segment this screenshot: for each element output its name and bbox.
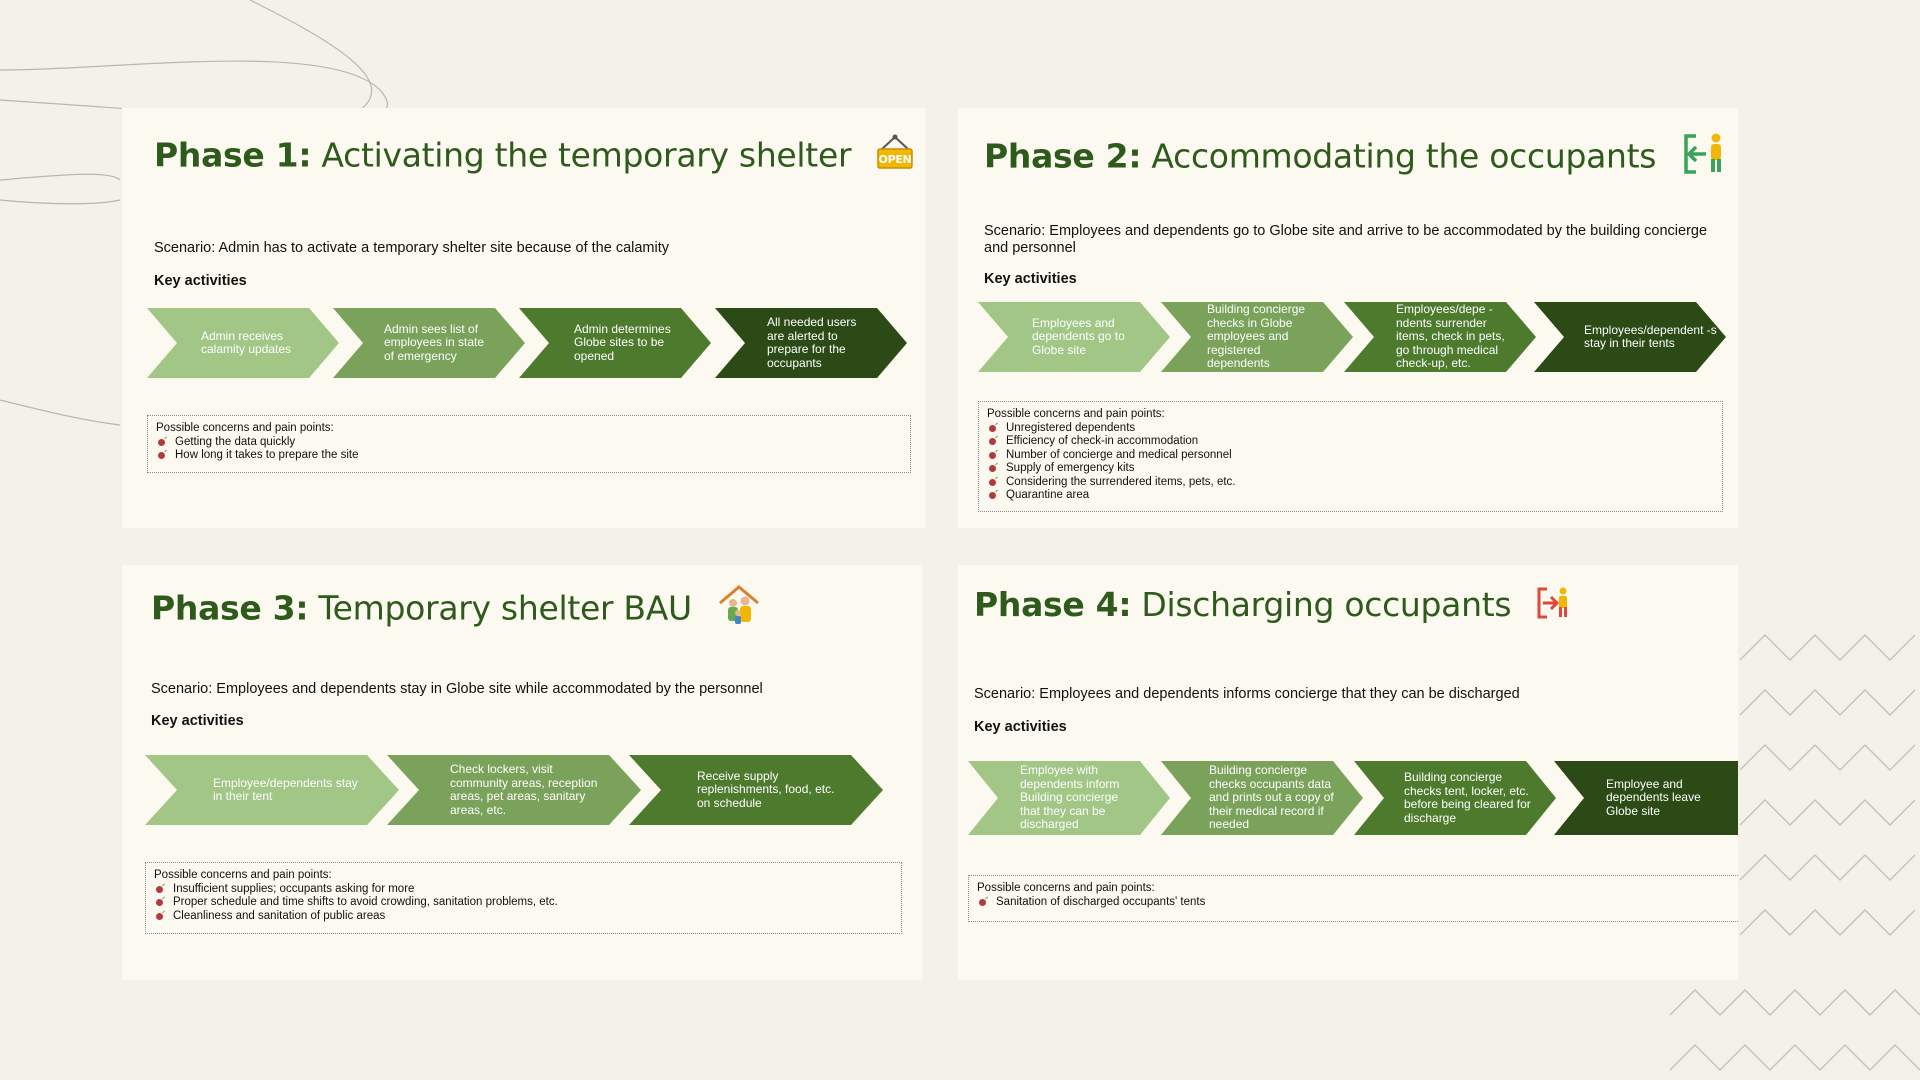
phase-2-scenario: Scenario: Employees and dependents go to… <box>984 223 1708 256</box>
phase-3-label: Phase 3: <box>151 588 309 628</box>
phase-2-title-text: Accommodating the occupants <box>1151 136 1657 176</box>
phase-2-title: Phase 2: Accommodating the occupants <box>984 132 1724 184</box>
phase-4-concerns-list: Sanitation of discharged occupants' tent… <box>977 896 1730 910</box>
pin-icon <box>989 478 996 486</box>
list-item: Proper schedule and time shifts to avoid… <box>154 896 893 910</box>
list-item: Getting the data quickly <box>156 436 902 450</box>
phase-2-concerns-list: Unregistered dependents Efficiency of ch… <box>987 422 1714 503</box>
phase-3-concerns-list: Insufficient supplies; occupants asking … <box>154 883 893 924</box>
phase-1-activity-flow: Admin receives calamity updates Admin se… <box>147 308 907 378</box>
pin-icon <box>979 898 986 906</box>
phase-4-card: Phase 4: Discharging occupants Scenario:… <box>958 565 1738 980</box>
phase-3-activity-2: Check lockers, visit community areas, re… <box>387 755 641 825</box>
list-item: Number of concierge and medical personne… <box>987 449 1714 463</box>
phase-4-concerns-title: Possible concerns and pain points: <box>977 882 1155 894</box>
phase-3-key-activities: Key activities <box>151 713 244 729</box>
phase-1-title-text: Activating the temporary shelter <box>321 135 852 175</box>
list-item: Insufficient supplies; occupants asking … <box>154 883 893 897</box>
phase-2-activity-flow: Employees and dependents go to Globe sit… <box>978 302 1738 372</box>
phase-1-title: Phase 1: Activating the temporary shelte… <box>154 134 915 180</box>
phase-4-activity-3: Building concierge checks tent, locker, … <box>1354 761 1556 835</box>
phase-1-card: Phase 1: Activating the temporary shelte… <box>122 108 925 528</box>
phase-4-concerns: Possible concerns and pain points: Sanit… <box>968 875 1738 922</box>
phase-4-activity-4: Employee and dependents leave Globe site <box>1554 761 1738 835</box>
phase-3-activity-flow: Employee/dependents stay in their tent C… <box>145 755 908 825</box>
phase-1-activity-3: Admin determines Globe sites to be opene… <box>519 308 711 378</box>
phase-2-key-activities: Key activities <box>984 271 1077 287</box>
list-item: Efficiency of check-in accommodation <box>987 435 1714 449</box>
phase-1-concerns-list: Getting the data quickly How long it tak… <box>156 436 902 463</box>
phase-1-activity-4: All needed users are alerted to prepare … <box>715 308 907 378</box>
phase-4-key-activities: Key activities <box>974 719 1067 735</box>
phase-2-concerns-title: Possible concerns and pain points: <box>987 408 1165 420</box>
list-item: Cleanliness and sanitation of public are… <box>154 910 893 924</box>
family-shelter-icon <box>716 583 762 637</box>
phase-4-label: Phase 4: <box>974 585 1132 624</box>
phase-4-scenario: Scenario: Employees and dependents infor… <box>974 686 1520 702</box>
phase-4-title: Phase 4: Discharging occupants <box>974 585 1569 628</box>
pin-icon <box>989 438 996 446</box>
phase-2-concerns: Possible concerns and pain points: Unreg… <box>978 401 1723 512</box>
phase-4-activity-flow: Employee with dependents inform Building… <box>968 761 1738 835</box>
phase-3-card: Phase 3: Temporary shelter BAU Scenario:… <box>122 565 923 980</box>
phase-2-card: Phase 2: Accommodating the occupants Sce… <box>958 108 1738 528</box>
open-sign-icon: OPEN <box>875 134 915 180</box>
pin-icon <box>158 438 165 446</box>
list-item: Quarantine area <box>987 489 1714 503</box>
svg-text:OPEN: OPEN <box>879 153 912 166</box>
phase-2-activity-2: Building concierge checks in Globe emplo… <box>1161 302 1353 372</box>
phase-3-concerns-title: Possible concerns and pain points: <box>154 869 332 881</box>
phase-4-title-text: Discharging occupants <box>1141 585 1512 624</box>
pin-icon <box>158 452 165 460</box>
phase-1-scenario: Scenario: Admin has to activate a tempor… <box>154 240 670 256</box>
phase-3-scenario: Scenario: Employees and dependents stay … <box>151 681 763 697</box>
person-exiting-icon <box>1535 586 1569 628</box>
pin-icon <box>156 885 163 893</box>
phase-1-concerns-title: Possible concerns and pain points: <box>156 422 334 434</box>
phase-2-activity-3: Employees/depe -ndents surrender items, … <box>1344 302 1536 372</box>
pin-icon <box>989 465 996 473</box>
phase-2-activity-1: Employees and dependents go to Globe sit… <box>978 302 1170 372</box>
list-item: Sanitation of discharged occupants' tent… <box>977 896 1730 910</box>
person-entering-icon <box>1680 132 1724 184</box>
phase-4-activity-2: Building concierge checks occupants data… <box>1161 761 1363 835</box>
list-item: Considering the surrendered items, pets,… <box>987 476 1714 490</box>
pin-icon <box>989 451 996 459</box>
pin-icon <box>156 899 163 907</box>
phase-1-activity-1: Admin receives calamity updates <box>147 308 339 378</box>
pin-icon <box>989 492 996 500</box>
phase-1-concerns: Possible concerns and pain points: Getti… <box>147 415 911 473</box>
phase-2-label: Phase 2: <box>984 136 1142 176</box>
phase-1-activity-2: Admin sees list of employees in state of… <box>333 308 525 378</box>
phase-3-title: Phase 3: Temporary shelter BAU <box>151 583 762 637</box>
phase-4-activity-1: Employee with dependents inform Building… <box>968 761 1170 835</box>
list-item: Unregistered dependents <box>987 422 1714 436</box>
pin-icon <box>156 912 163 920</box>
phase-3-activity-3: Receive supply replenishments, food, etc… <box>629 755 883 825</box>
phase-1-key-activities: Key activities <box>154 273 247 289</box>
phase-3-concerns: Possible concerns and pain points: Insuf… <box>145 862 902 934</box>
list-item: How long it takes to prepare the site <box>156 449 902 463</box>
phase-2-activity-4: Employees/dependent -s stay in their ten… <box>1534 302 1726 372</box>
pin-icon <box>989 424 996 432</box>
phase-1-label: Phase 1: <box>154 135 312 175</box>
phase-3-title-text: Temporary shelter BAU <box>318 588 692 628</box>
phase-3-activity-1: Employee/dependents stay in their tent <box>145 755 399 825</box>
list-item: Supply of emergency kits <box>987 462 1714 476</box>
